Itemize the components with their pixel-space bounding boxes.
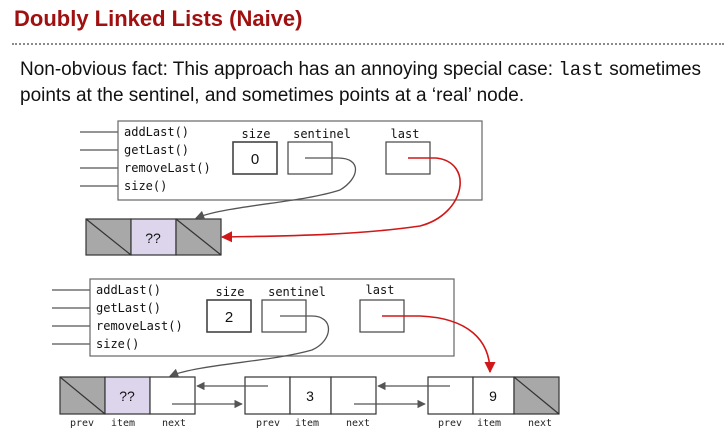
bottom-field-sentinel-label: sentinel — [268, 285, 326, 299]
bottom-pointers — [169, 315, 496, 409]
bottom-method-addlast: addLast() — [96, 283, 161, 297]
intro-code-last: last — [558, 59, 604, 81]
bottom-sentinel-next-cell — [149, 376, 196, 415]
node-9: 9 prev item next — [427, 376, 560, 429]
bottom-sentinel-pointer — [169, 315, 329, 378]
node-label-next: next — [528, 418, 552, 429]
node-9-item-value: 9 — [489, 388, 497, 404]
bottom-sentinel-item-cell — [104, 376, 151, 415]
bottom-size-value: 2 — [225, 309, 233, 326]
top-dllist-object: addLast() getLast() removeLast() size() … — [80, 120, 483, 201]
node-label-prev: prev — [70, 418, 94, 429]
top-sentinel-item-value: ?? — [145, 230, 161, 246]
top-field-last-label: last — [391, 127, 420, 141]
top-field-sentinel-label: sentinel — [293, 127, 351, 141]
top-method-addlast: addLast() — [124, 125, 189, 139]
node-label-item: item — [295, 418, 319, 429]
node-label-item: item — [477, 418, 501, 429]
bottom-method-size: size() — [96, 337, 139, 351]
top-size-box — [232, 141, 278, 175]
node-3-prev-cell — [244, 376, 291, 415]
slide-title: Doubly Linked Lists (Naive) — [14, 6, 303, 31]
bottom-interface-lines — [52, 289, 92, 345]
top-last-pointer — [220, 157, 461, 243]
node-3: 3 prev item next — [244, 376, 377, 429]
intro-text-after: sometimes points at the sentinel, and so… — [20, 59, 702, 106]
top-pointers — [195, 157, 461, 243]
bottom-sentinel-item-value: ?? — [119, 388, 135, 404]
top-sentinel-pointer — [195, 157, 356, 220]
top-method-removelast: removeLast() — [124, 161, 211, 175]
intro-text: Non-obvious fact: This approach has an a… — [20, 57, 724, 108]
node-label-next: next — [346, 418, 370, 429]
node-label-item: item — [111, 418, 135, 429]
node-label-prev: prev — [256, 418, 280, 429]
top-method-size: size() — [124, 179, 167, 193]
top-interface-lines — [80, 131, 120, 187]
node-9-item-cell — [472, 376, 515, 415]
node-3-next-cell — [330, 376, 377, 415]
node-3-item-value: 3 — [306, 388, 314, 404]
bottom-method-removelast: removeLast() — [96, 319, 183, 333]
node-label-prev: prev — [438, 418, 462, 429]
bottom-field-last-label: last — [366, 283, 395, 297]
intro-text-before: Non-obvious fact: This approach has an a… — [20, 59, 559, 80]
bottom-sentinel-node: ?? prev item next — [59, 376, 196, 429]
bottom-field-size-label: size — [216, 285, 245, 299]
node-3-item-cell — [289, 376, 332, 415]
title-divider — [12, 43, 724, 45]
bottom-size-box — [206, 299, 252, 333]
node-9-prev-cell — [427, 376, 474, 415]
bottom-last-pointer — [382, 315, 496, 374]
top-sentinel-node: ?? — [85, 218, 222, 256]
top-method-getlast: getLast() — [124, 143, 189, 157]
bottom-method-getlast: getLast() — [96, 301, 161, 315]
node-label-next: next — [162, 418, 186, 429]
bottom-dllist-object: addLast() getLast() removeLast() size() … — [52, 278, 455, 357]
top-field-size-label: size — [242, 127, 271, 141]
top-sentinel-item-cell — [130, 218, 177, 256]
top-size-value: 0 — [251, 151, 259, 168]
